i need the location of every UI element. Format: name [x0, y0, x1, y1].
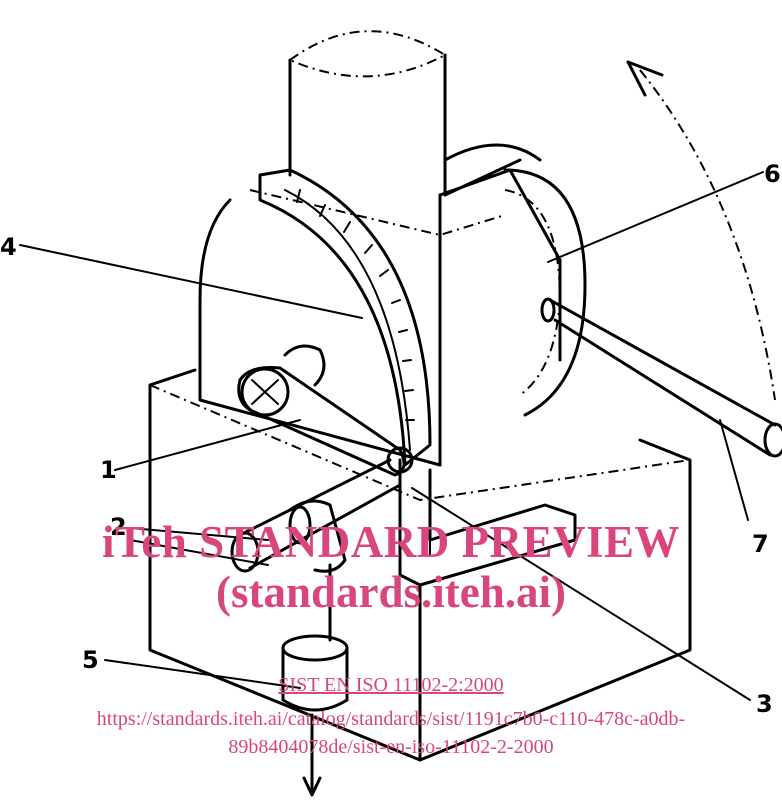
- callout-6: 6: [764, 160, 781, 188]
- base-block: [148, 368, 692, 762]
- callout-7: 7: [752, 530, 769, 558]
- callout-3: 3: [756, 690, 773, 718]
- callout-5: 5: [82, 646, 99, 674]
- disc: [503, 168, 587, 417]
- callout-1: 1: [100, 456, 117, 484]
- curved-scale: [258, 168, 432, 467]
- motor-cylinder: [288, 30, 447, 197]
- lever-arm: [237, 344, 414, 477]
- standard-code-link[interactable]: SIST EN ISO 11102-2:2000: [278, 674, 504, 696]
- catalog-url-line-1: https://standards.iteh.ai/catalog/standa…: [96, 708, 686, 730]
- watermark-subtitle: (standards.iteh.ai): [215, 567, 567, 617]
- housing: [198, 143, 562, 467]
- callout-2: 2: [110, 513, 127, 541]
- rotation-arrow: [626, 60, 776, 401]
- support-bracket: [398, 458, 577, 587]
- leader-lines: [19, 171, 764, 701]
- catalog-url-line-2: 89b8404078de/sist-en-iso-11102-2-2000: [228, 736, 554, 758]
- shaft: [540, 297, 782, 458]
- callout-4: 4: [0, 233, 17, 261]
- weight: [281, 563, 349, 797]
- watermark-title: iTeh STANDARD PREVIEW: [101, 517, 681, 567]
- drum-shaft: [230, 458, 402, 573]
